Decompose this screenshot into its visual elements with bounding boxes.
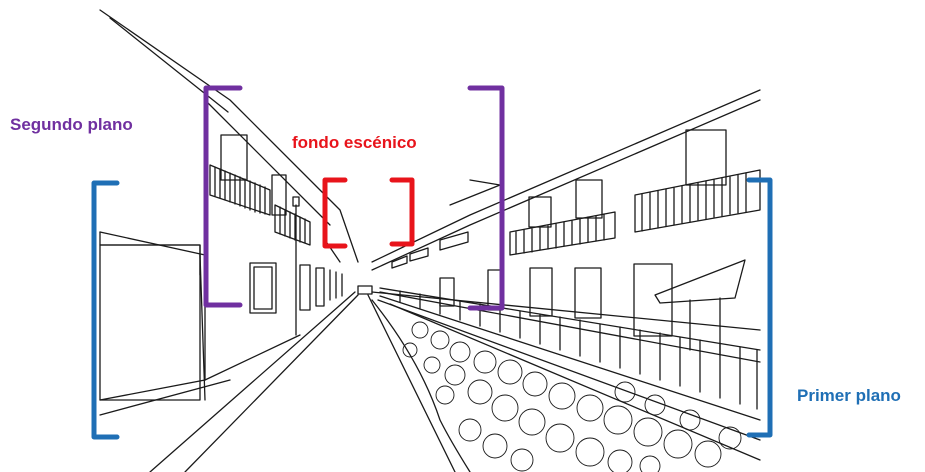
segundo-plano-bracket-left xyxy=(203,85,243,308)
segundo-plano-bracket-right xyxy=(467,85,505,311)
left-balcony-2 xyxy=(274,204,311,246)
segundo-plano-label: Segundo plano xyxy=(10,115,133,134)
primer-plano-label: Primer plano xyxy=(797,386,901,405)
left-balcony-1 xyxy=(209,164,271,216)
right-balcony-2 xyxy=(634,169,761,233)
cobblestone-pattern xyxy=(402,321,742,472)
street xyxy=(149,285,761,472)
primer-plano-bracket-left xyxy=(91,180,120,440)
fondo-escenico-label: fondo escénico xyxy=(292,133,417,152)
railing xyxy=(379,287,761,410)
right-buildings xyxy=(371,89,761,356)
primer-plano-bracket-right xyxy=(746,177,773,438)
left-buildings xyxy=(99,9,359,416)
fondo-escenico-bracket-left xyxy=(322,177,348,249)
fondo-escenico-bracket-right xyxy=(389,177,415,247)
right-balcony-1 xyxy=(509,211,616,256)
